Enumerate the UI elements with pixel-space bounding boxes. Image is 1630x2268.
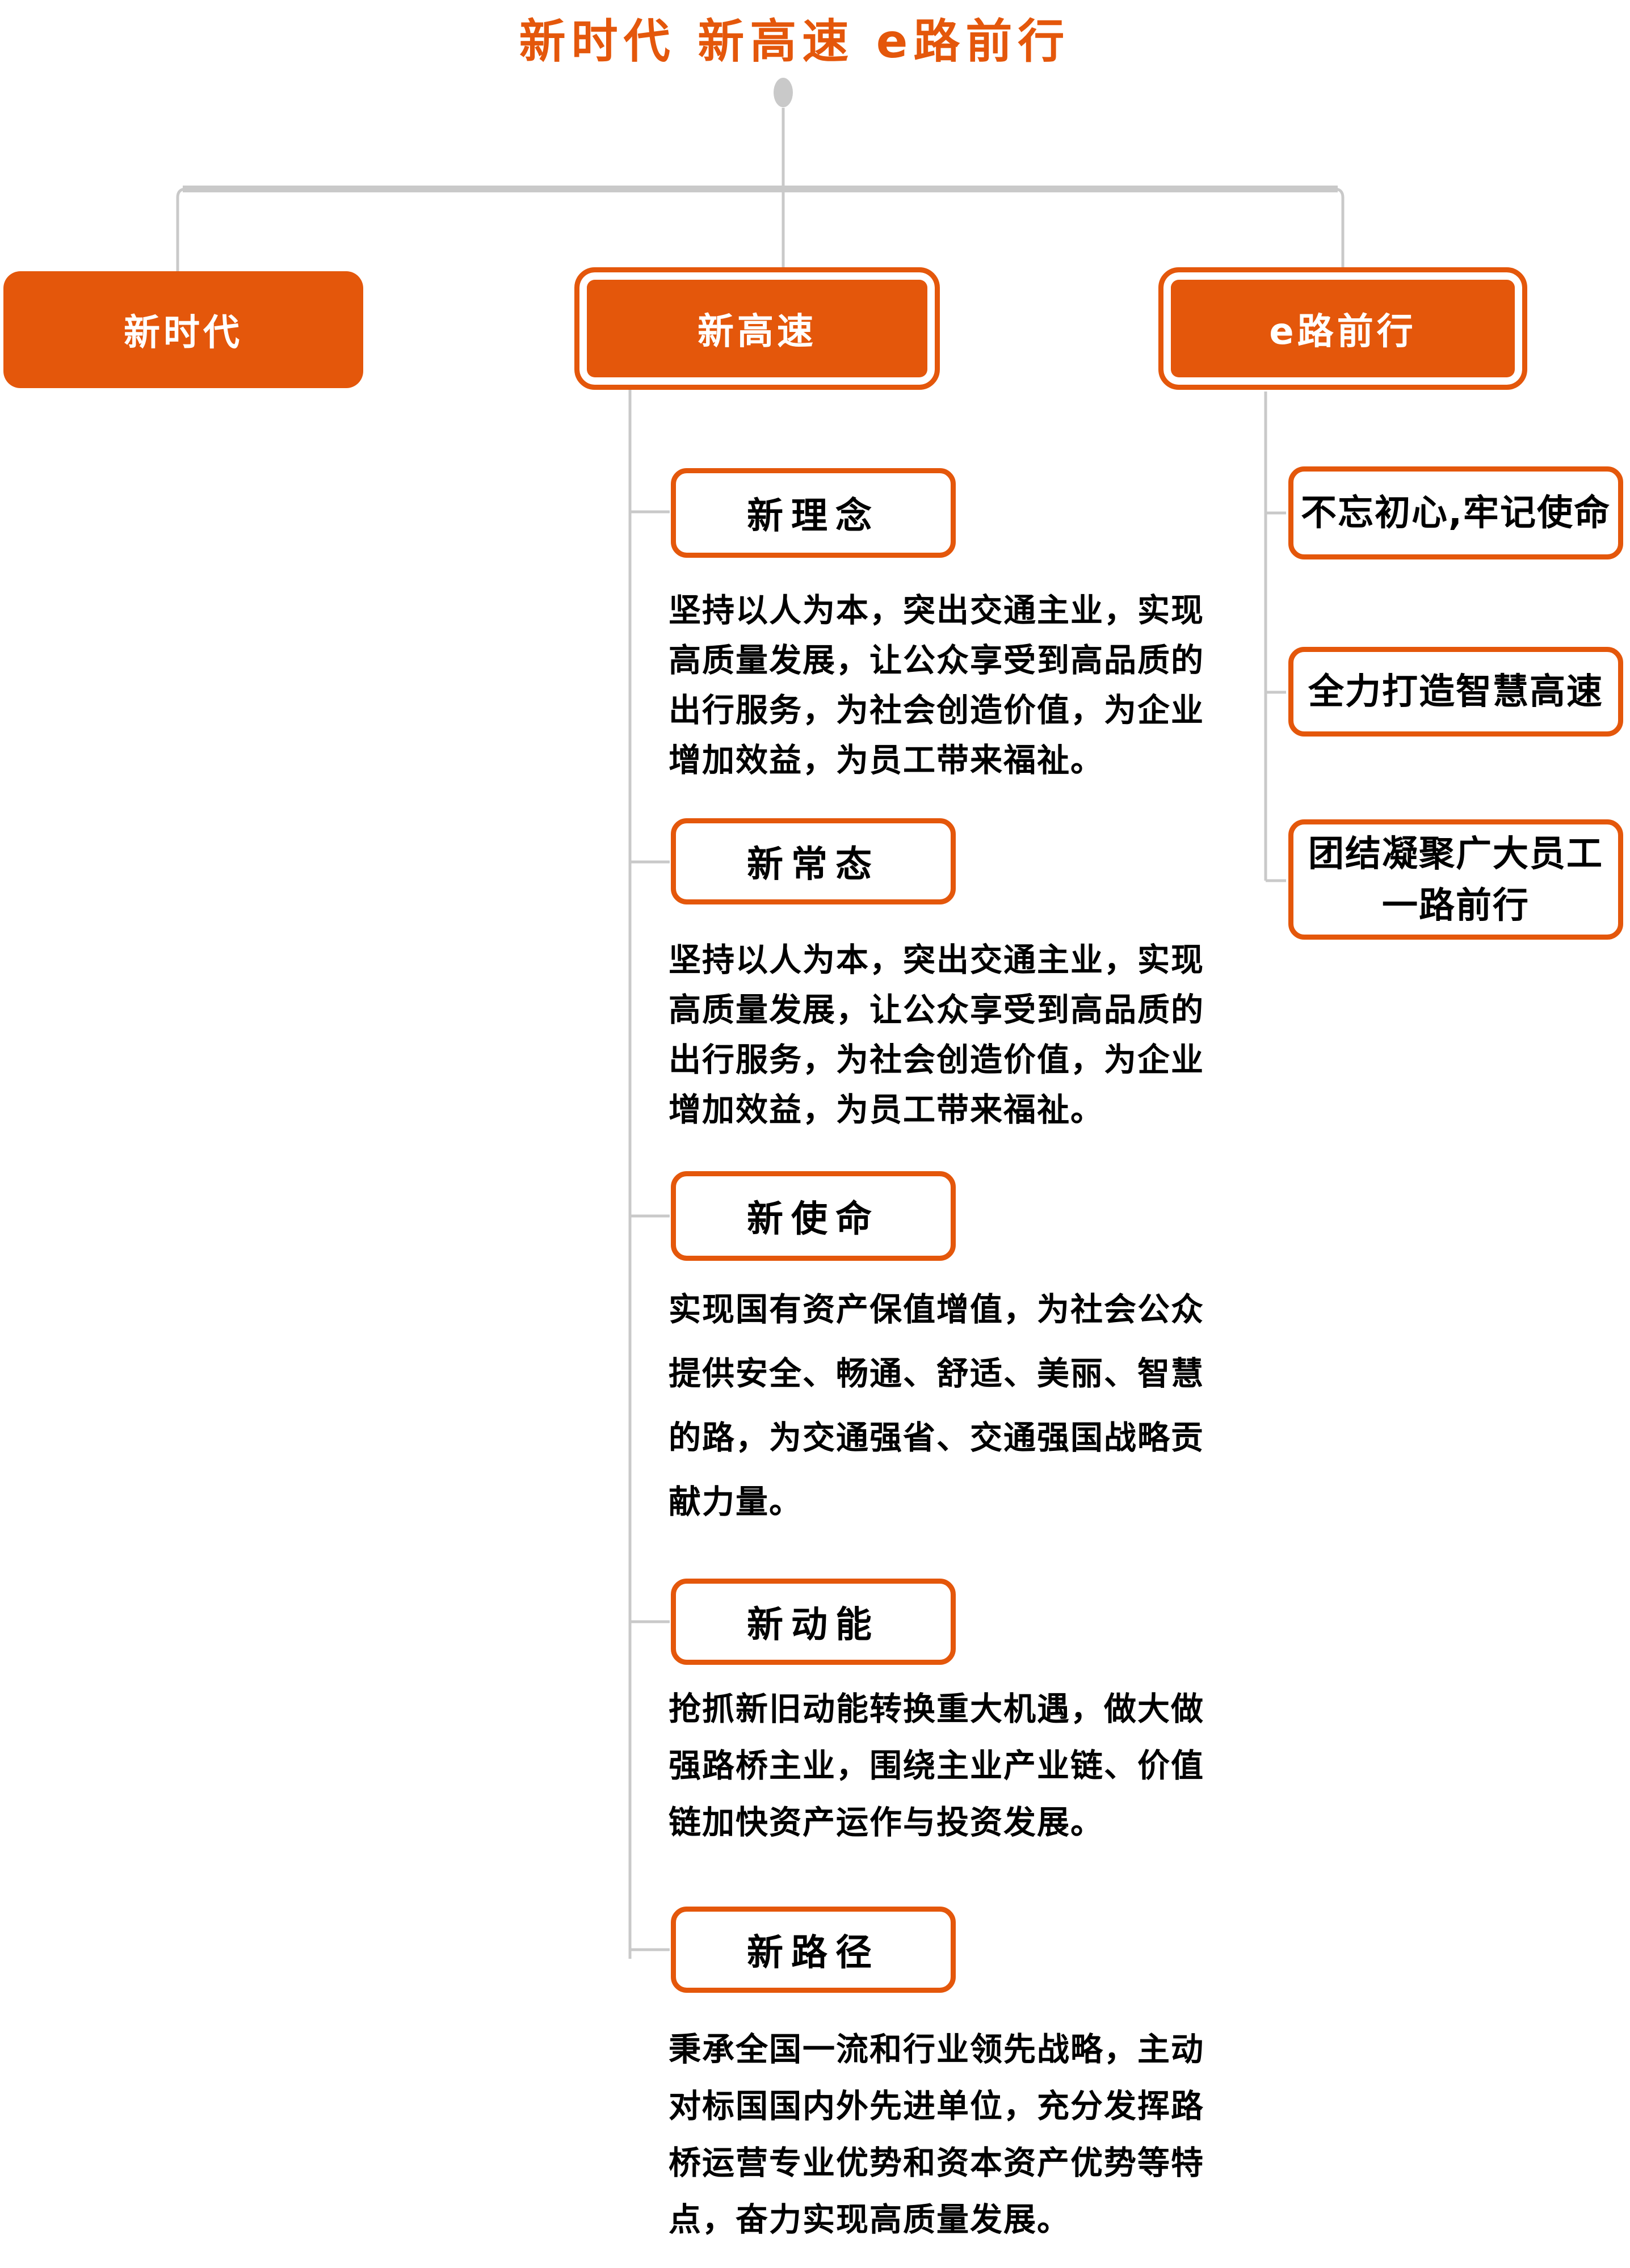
paragraph-line: 秉承全国一流和行业领先战略，主动 [669,2031,1204,2068]
paragraph-line: 提供安全、畅通、舒适、美丽、智慧 [669,1355,1204,1392]
section-box-xinlujing-label: 新路径 [747,1932,880,1974]
paragraph-line: 出行服务，为社会创造价值，为企业 [669,1041,1204,1079]
paragraph-line: 增加效益，为员工带来福祉。 [669,1091,1104,1129]
slogan-line: 一路前行 [1382,885,1530,926]
paragraph-line: 强路桥主业，围绕主业产业链、价值 [669,1747,1204,1785]
section-paragraph-xinlujing: 秉承全国一流和行业领先战略，主动 对标国国内外先进单位，充分发挥路 桥运营专业优… [669,2021,1225,2248]
paragraph-line: 坚持以人为本，突出交通主业，实现 [669,592,1204,629]
section-paragraph-xindongneng: 抢抓新旧动能转换重大机遇，做大做 强路桥主业，围绕主业产业链、价值 链加快资产运… [669,1681,1225,1851]
paragraph-line: 坚持以人为本，突出交通主业，实现 [669,941,1204,979]
section-paragraph-xinlinian: 坚持以人为本，突出交通主业，实现 高质量发展，让公众享受到高品质的 出行服务，为… [669,586,1225,785]
section-box-xindongneng-label: 新动能 [747,1604,880,1646]
root-node-highway-label: 新高速 [698,311,817,353]
paragraph-line: 高质量发展，让公众享受到高品质的 [669,642,1204,679]
section-box-xindongneng: 新动能 [671,1579,956,1665]
section-paragraph-xinshiming: 实现国有资产保值增值，为社会公众 提供安全、畅通、舒适、美丽、智慧 的路，为交通… [669,1278,1225,1534]
root-node-highway: 新高速 [574,267,940,390]
paragraph-line: 献力量。 [669,1483,803,1521]
slogan-line: 团结凝聚广大员工 [1308,832,1603,874]
paragraph-line: 抢抓新旧动能转换重大机遇，做大做 [669,1690,1204,1728]
root-anchor-dot [774,78,793,107]
slogan-line: 不忘初心,牢记使命 [1301,492,1611,534]
root-node-era: 新时代 [3,271,363,388]
page-title: 新时代 新高速 e路前行 [519,15,1070,69]
paragraph-line: 增加效益，为员工带来福祉。 [669,742,1104,779]
slogan-box-chuxin: 不忘初心,牢记使命 [1288,466,1623,559]
paragraph-line: 高质量发展，让公众享受到高品质的 [669,991,1204,1029]
section-box-xinshiming-label: 新使命 [747,1198,880,1240]
paragraph-line: 出行服务，为社会创造价值，为企业 [669,692,1204,729]
slogan-line: 全力打造智慧高速 [1308,671,1603,713]
section-box-xinchangtai: 新常态 [671,818,956,904]
paragraph-line: 点，奋力实现高质量发展。 [669,2201,1070,2238]
slogan-box-tuanjie: 团结凝聚广大员工 一路前行 [1288,819,1623,940]
root-node-era-label: 新时代 [124,312,243,354]
section-box-xinshiming: 新使命 [671,1171,956,1261]
section-paragraph-xinchangtai: 坚持以人为本，突出交通主业，实现 高质量发展，让公众享受到高品质的 出行服务，为… [669,935,1225,1135]
paragraph-line: 对标国国内外先进单位，充分发挥路 [669,2088,1204,2125]
slogan-box-zhihui: 全力打造智慧高速 [1288,647,1623,737]
section-box-xinlujing: 新路径 [671,1907,956,1993]
paragraph-line: 实现国有资产保值增值，为社会公众 [669,1291,1204,1328]
paragraph-line: 链加快资产运作与投资发展。 [669,1804,1104,1841]
section-box-xinchangtai-label: 新常态 [747,844,880,886]
root-node-forward-label: e路前行 [1269,311,1417,353]
root-node-forward: e路前行 [1158,267,1527,390]
section-box-xinlinian-label: 新理念 [747,495,880,537]
paragraph-line: 的路，为交通强省、交通强国战略贡 [669,1419,1204,1457]
paragraph-line: 桥运营专业优势和资本资产优势等特 [669,2144,1204,2182]
section-box-xinlinian: 新理念 [671,468,956,558]
